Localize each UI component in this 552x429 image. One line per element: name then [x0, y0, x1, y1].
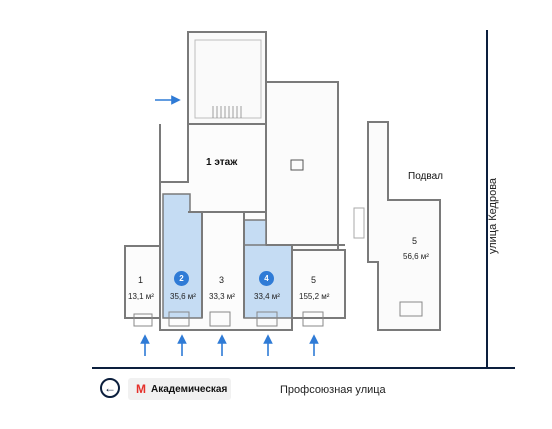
arrow-left-icon: ← [104, 381, 116, 395]
hall-fixture [290, 159, 304, 171]
hall-area [265, 81, 339, 251]
upper-room [187, 31, 267, 125]
basement-label: Подвал [408, 171, 443, 182]
room-3-area: 33,3 м² [209, 292, 235, 301]
room-2-area: 35,6 м² [170, 292, 196, 301]
room-3-number: 3 [219, 275, 225, 285]
basement-outline [367, 121, 441, 331]
back-button[interactable]: ← [100, 378, 120, 398]
metro-label: Академическая [151, 383, 228, 395]
street-label-bottom: Профсоюзная улица [280, 384, 386, 396]
basement-room-area: 56,6 м² [403, 252, 429, 261]
room-2-badge: 2 [174, 271, 189, 286]
street-label-right: улица Кедрова [487, 177, 500, 255]
room-1-area: 13,1 м² [128, 292, 154, 301]
room-5-area: 155,2 м² [299, 292, 330, 301]
room-1-number: 1 [138, 275, 144, 285]
basement-stairs [399, 301, 423, 317]
floor-label: 1 этаж [206, 157, 238, 168]
upper-stairs [212, 106, 242, 118]
basement-column [353, 207, 365, 239]
upper-room-inner [194, 39, 262, 119]
room-5-number: 5 [311, 275, 317, 285]
room-4-area: 33,4 м² [254, 292, 280, 301]
basement-room-number: 5 [412, 236, 418, 246]
entrance-stairs [133, 311, 324, 327]
room-4-badge: 4 [259, 271, 274, 286]
metro-m-icon: M [136, 382, 146, 396]
metro-badge: M Академическая [128, 378, 231, 400]
